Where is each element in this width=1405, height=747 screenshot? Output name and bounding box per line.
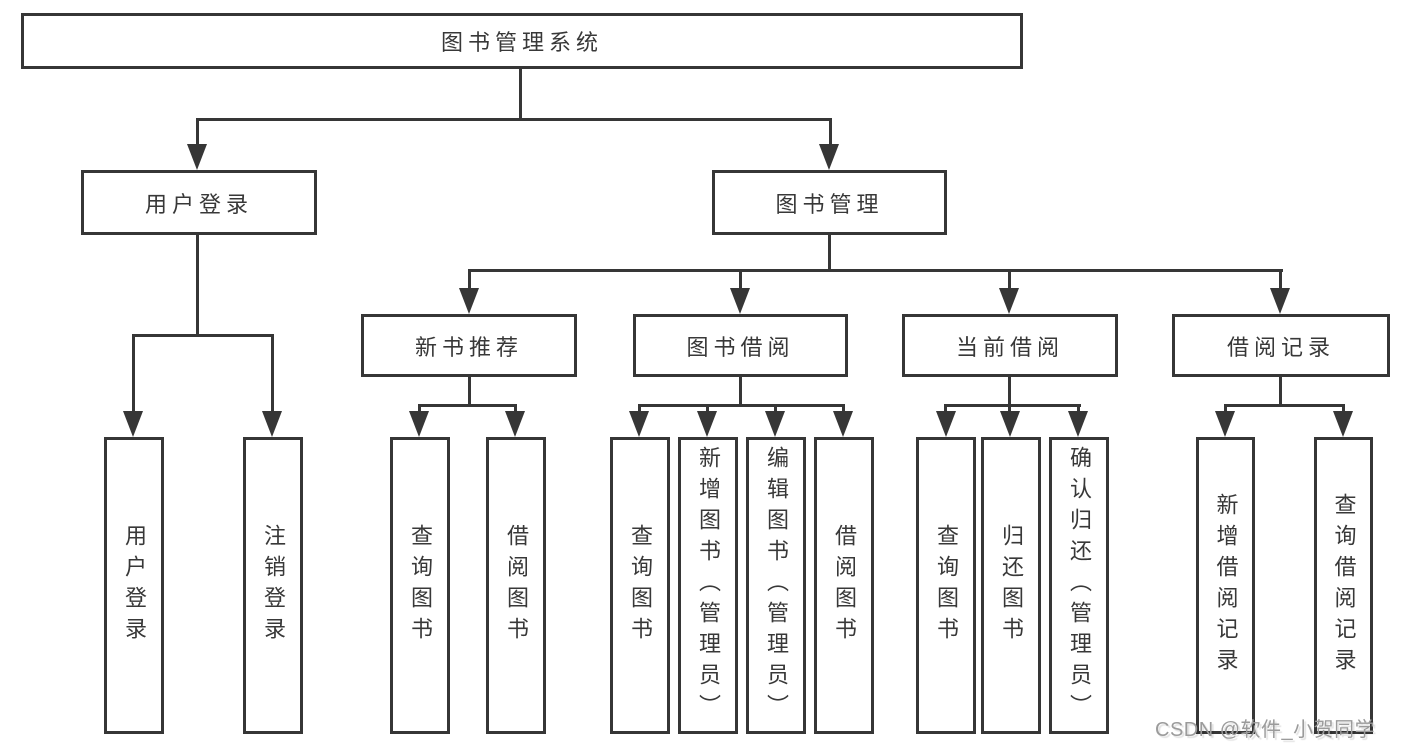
leaf-label: 借阅图书 (832, 523, 857, 648)
connector-line (468, 377, 471, 406)
arrowhead-down-icon (936, 411, 956, 437)
node-label: 图书借阅 (686, 334, 795, 360)
node-label: 借阅记录 (1226, 334, 1335, 360)
arrowhead-down-icon (1000, 411, 1020, 437)
connector-line (196, 120, 199, 146)
connector-line (829, 120, 832, 146)
leaf-label: 查询图书 (934, 523, 959, 648)
arrowhead-down-icon (999, 288, 1019, 314)
connector-line (1224, 406, 1227, 413)
connector-line (132, 336, 135, 412)
connector-line (842, 406, 845, 413)
connector-line (638, 404, 845, 407)
arrowhead-down-icon (409, 411, 429, 437)
leaf-label: 查询借阅记录 (1331, 492, 1357, 679)
connector-line (132, 334, 274, 337)
connector-line (1077, 406, 1080, 413)
leaf-confirm-return-admin: 确认归还（管理员） (1049, 437, 1109, 734)
arrowhead-down-icon (123, 411, 143, 437)
leaf-add-borrow-record: 新增借阅记录 (1196, 437, 1255, 734)
connector-line (638, 406, 641, 413)
connector-line (418, 406, 421, 413)
connector-line (739, 271, 742, 288)
connector-line (1279, 377, 1282, 406)
connector-line (1008, 406, 1011, 413)
connector-line (468, 271, 471, 288)
leaf-label: 新增借阅记录 (1213, 492, 1239, 679)
connector-line (706, 406, 709, 413)
leaf-query-books-3: 查询图书 (916, 437, 976, 734)
connector-line (1008, 271, 1011, 288)
node-book-management: 图书管理 (712, 170, 947, 235)
arrowhead-down-icon (697, 411, 717, 437)
connector-line (1008, 377, 1011, 406)
connector-line (774, 406, 777, 413)
arrowhead-down-icon (505, 411, 525, 437)
leaf-edit-books-admin: 编辑图书（管理员） (746, 437, 806, 734)
arrowhead-down-icon (459, 288, 479, 314)
arrowhead-down-icon (187, 144, 207, 170)
node-new-book-recommendation: 新书推荐 (361, 314, 577, 377)
arrowhead-down-icon (629, 411, 649, 437)
connector-line (519, 69, 522, 120)
leaf-borrow-books-2: 借阅图书 (814, 437, 874, 734)
arrowhead-down-icon (1270, 288, 1290, 314)
node-user-login: 用户登录 (81, 170, 317, 235)
leaf-label: 归还图书 (999, 523, 1024, 648)
connector-line (1224, 404, 1345, 407)
watermark: CSDN @软件_小贺同学 (1155, 719, 1376, 741)
leaf-query-borrow-record: 查询借阅记录 (1314, 437, 1373, 734)
node-label: 图书管理 (775, 191, 884, 217)
leaf-label: 查询图书 (628, 523, 653, 648)
connector-line (271, 336, 274, 412)
leaf-user-login: 用户登录 (104, 437, 164, 734)
node-library-management-system: 图书管理系统 (21, 13, 1023, 69)
node-label: 用户登录 (144, 191, 253, 217)
arrowhead-down-icon (730, 288, 750, 314)
node-borrowing-records: 借阅记录 (1172, 314, 1390, 377)
leaf-borrow-books: 借阅图书 (486, 437, 546, 734)
connector-line (944, 406, 947, 413)
arrowhead-down-icon (1215, 411, 1235, 437)
connector-line (196, 235, 199, 336)
connector-line (944, 404, 1081, 407)
leaf-label: 注销登录 (261, 523, 286, 648)
leaf-add-books-admin: 新增图书（管理员） (678, 437, 738, 734)
leaf-label: 新增图书（管理员） (696, 446, 721, 725)
arrowhead-down-icon (765, 411, 785, 437)
leaf-query-books: 查询图书 (390, 437, 450, 734)
connector-line (1342, 406, 1345, 413)
arrowhead-down-icon (833, 411, 853, 437)
connector-line (514, 406, 517, 413)
leaf-logout-login: 注销登录 (243, 437, 303, 734)
leaf-label: 查询图书 (408, 523, 433, 648)
node-current-borrowing: 当前借阅 (902, 314, 1118, 377)
arrowhead-down-icon (819, 144, 839, 170)
connector-line (1279, 271, 1282, 288)
node-label: 图书管理系统 (440, 30, 603, 55)
arrowhead-down-icon (262, 411, 282, 437)
connector-line (418, 404, 517, 407)
connector-line (739, 377, 742, 406)
connector-line (196, 118, 832, 121)
leaf-label: 用户登录 (122, 523, 147, 648)
connector-line (828, 235, 831, 271)
node-book-borrowing: 图书借阅 (633, 314, 848, 377)
arrowhead-down-icon (1068, 411, 1088, 437)
leaf-label: 借阅图书 (504, 523, 529, 648)
node-label: 当前借阅 (955, 334, 1064, 360)
node-label: 新书推荐 (414, 334, 523, 360)
leaf-label: 确认归还（管理员） (1067, 446, 1092, 725)
leaf-query-books-2: 查询图书 (610, 437, 670, 734)
leaf-label: 编辑图书（管理员） (764, 446, 789, 725)
connector-line (468, 269, 1283, 272)
leaf-return-books: 归还图书 (981, 437, 1041, 734)
arrowhead-down-icon (1333, 411, 1353, 437)
